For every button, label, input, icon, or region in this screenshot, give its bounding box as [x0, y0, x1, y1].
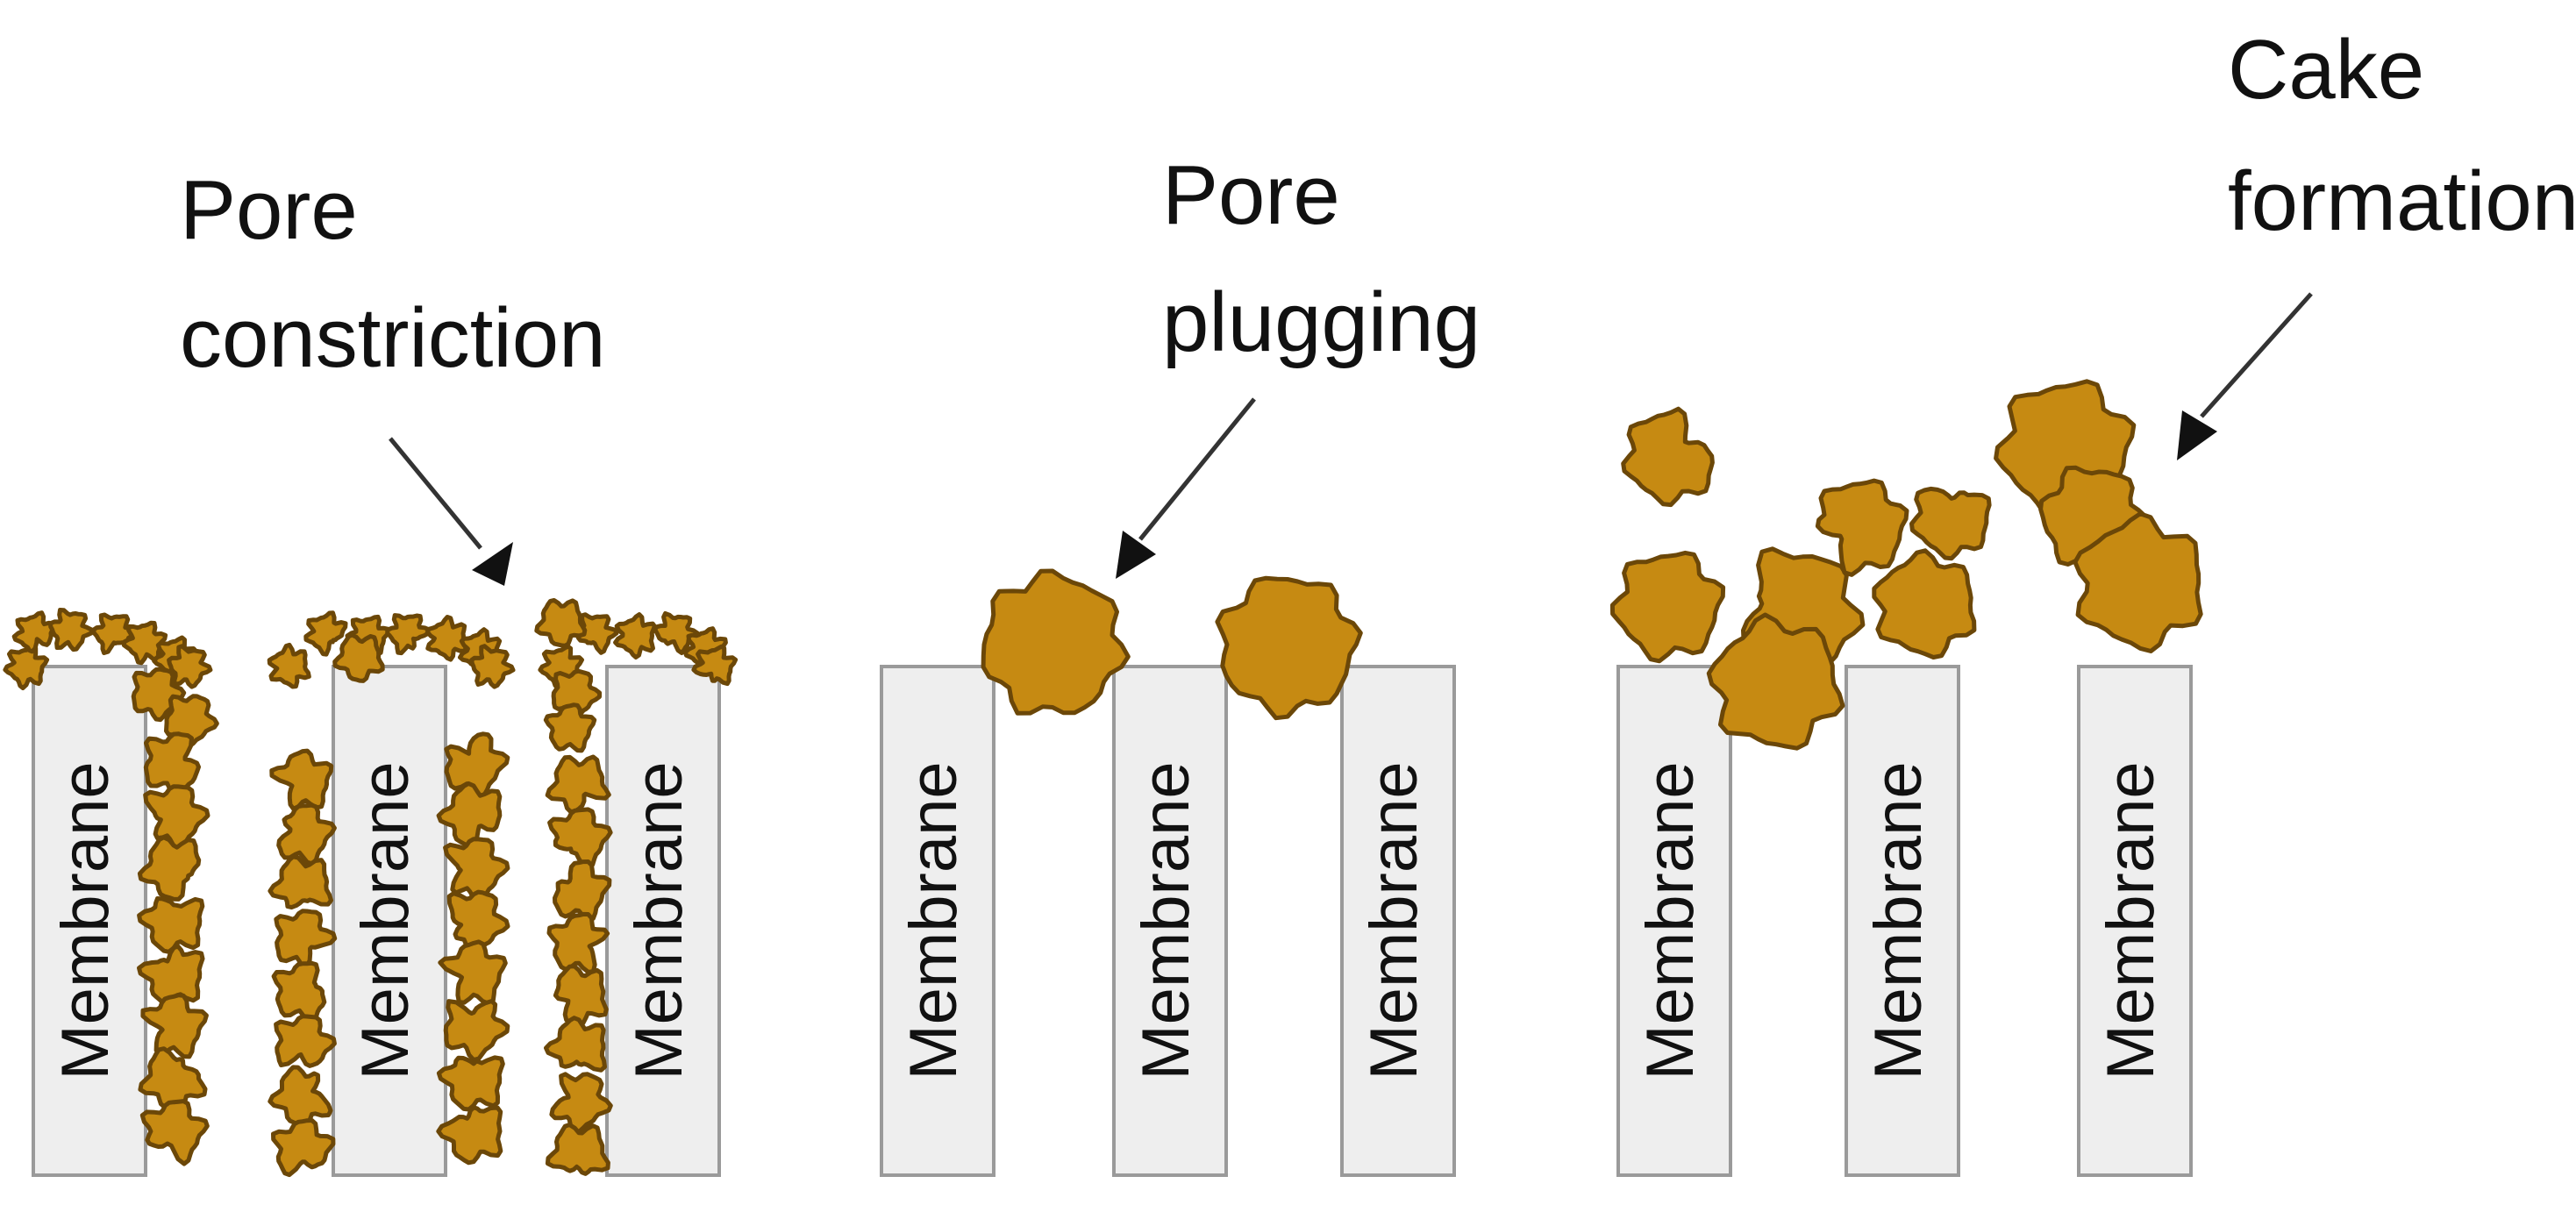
foulant-particle [553, 859, 612, 923]
membrane-label: Membrane [1861, 761, 1936, 1080]
foulant-particle [534, 598, 588, 648]
foulant-particle [469, 644, 516, 689]
membrane-label: Membrane [348, 761, 423, 1080]
arrowhead-pore-constriction [472, 542, 513, 586]
foulant-particle [981, 568, 1131, 716]
membrane-2c: Membrane [1340, 665, 1456, 1177]
arrow-pore-constriction [389, 437, 482, 550]
label-cake-formation-line1: Cake [2228, 23, 2424, 117]
foulant-particle [444, 731, 510, 798]
membrane-1c: Membrane [605, 665, 721, 1177]
foulant-particle [303, 610, 348, 657]
membrane-label: Membrane [48, 761, 123, 1080]
foulant-particle [48, 608, 94, 652]
foulant-particle [425, 615, 468, 662]
foulant-particle [438, 939, 508, 1007]
foulant-particle [140, 993, 209, 1059]
foulant-particle [276, 802, 337, 866]
panel-pore-plugging: Pore plugging Membrane Membrane Membrane [880, 148, 1481, 1177]
foulant-particle [274, 1014, 337, 1068]
panel-pore-constriction: Pore constriction Membrane Membrane Memb… [3, 163, 739, 1178]
foulant-particle [139, 1099, 210, 1166]
foulant-particle [1621, 406, 1715, 508]
foulant-particle [547, 807, 613, 871]
foulant-particle [3, 644, 50, 690]
particles-pore-constriction [3, 598, 739, 1178]
foulant-particle [553, 964, 609, 1028]
foulant-particle [546, 911, 610, 974]
label-pore-constriction-line2: constriction [180, 291, 606, 385]
foulant-particle [167, 644, 213, 689]
foulant-particle [1815, 478, 1909, 577]
label-pore-plugging-line1: Pore [1162, 148, 1340, 242]
membrane-label: Membrane [1357, 761, 1431, 1080]
membrane-3c: Membrane [2077, 665, 2193, 1177]
arrow-pore-plugging [1138, 397, 1256, 541]
foulant-particle [443, 999, 510, 1062]
membrane-3b: Membrane [1845, 665, 1960, 1177]
foulant-particle [268, 1065, 333, 1129]
membrane-2a: Membrane [880, 665, 995, 1177]
foulant-particle [267, 642, 311, 689]
foulant-particle [543, 702, 597, 753]
foulant-particle [1872, 548, 1977, 660]
arrow-cake-formation [2200, 292, 2313, 418]
membrane-label: Membrane [896, 761, 971, 1080]
foulant-particle [1609, 550, 1726, 664]
membrane-label: Membrane [1633, 761, 1708, 1080]
particles-cake-formation [1609, 379, 2203, 751]
membrane-2b: Membrane [1112, 665, 1228, 1177]
label-cake-formation-line2: formation [2228, 154, 2576, 248]
particles-pore-plugging [981, 568, 1363, 721]
foulant-particle [549, 1072, 613, 1134]
foulant-particle [268, 854, 333, 910]
foulant-particle [545, 754, 611, 814]
foulant-particle [137, 944, 205, 1007]
foulant-particle [138, 1046, 208, 1112]
foulant-particle [436, 781, 503, 849]
membrane-1b: Membrane [332, 665, 447, 1177]
foulant-particle [436, 1055, 505, 1112]
foulant-particle [274, 909, 338, 970]
foulant-particle [446, 889, 510, 958]
foulant-particle [143, 784, 211, 852]
label-pore-constriction-line1: Pore [180, 163, 358, 257]
foulant-particle [137, 835, 202, 902]
arrowhead-cake-formation [2177, 410, 2217, 460]
foulant-particle [1215, 575, 1363, 721]
foulant-particle [436, 1105, 503, 1166]
panel-cake-formation: Cake formation Membrane Membrane Membran… [1609, 23, 2576, 1177]
arrowhead-pore-plugging [1116, 531, 1156, 579]
foulant-particle [544, 1016, 607, 1073]
foulant-particle [1706, 612, 1845, 751]
foulant-particle [545, 1123, 610, 1176]
foulant-particle [137, 896, 205, 954]
foulant-particle [691, 644, 739, 687]
membrane-3a: Membrane [1616, 665, 1732, 1177]
foulant-particle [2073, 511, 2203, 653]
foulant-particle [443, 837, 510, 904]
foulant-particle [653, 611, 700, 655]
foulant-particle [613, 612, 657, 660]
membrane-label: Membrane [622, 761, 696, 1080]
foulant-particle [332, 632, 385, 683]
foulant-particle [90, 612, 139, 655]
membrane-label: Membrane [1129, 761, 1203, 1080]
foulant-particle [11, 610, 57, 654]
membrane-1a: Membrane [32, 665, 147, 1177]
membrane-label: Membrane [2094, 761, 2168, 1080]
foulant-particle [1909, 486, 1992, 561]
foulant-particle [385, 613, 432, 656]
label-pore-plugging-line2: plugging [1162, 275, 1481, 369]
foulant-particle [271, 960, 327, 1024]
foulant-particle [271, 1118, 336, 1178]
foulant-particle [269, 748, 334, 811]
